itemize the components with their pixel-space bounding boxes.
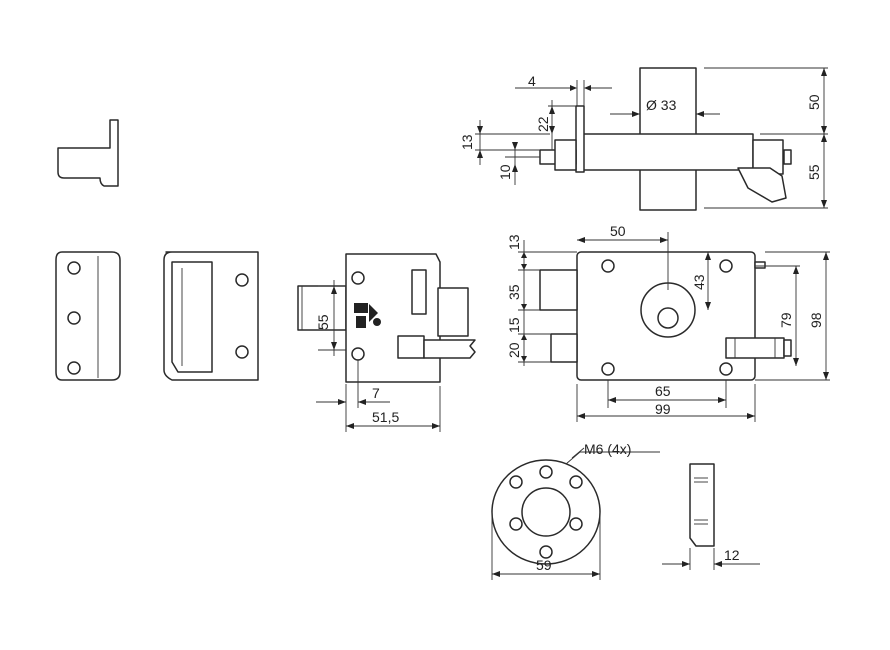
front-keyhole <box>657 307 679 329</box>
top-knob-handle <box>737 167 787 203</box>
dim-thread-spec: M6 (4x) <box>584 441 631 457</box>
top-knob-stub <box>783 149 792 165</box>
dim-center-50: 50 <box>610 223 626 239</box>
side-cylinder <box>437 287 469 337</box>
brand-logo-icon <box>354 303 381 328</box>
dim-height-above: 50 <box>806 94 822 110</box>
front-bracket <box>754 261 766 269</box>
top-bolt-guide <box>554 139 577 171</box>
front-bolt <box>539 269 578 311</box>
top-body <box>582 133 754 171</box>
front-latch <box>550 333 578 363</box>
dim-side-55: 55 <box>315 314 331 330</box>
top-view: 4 Ø 33 50 55 22 13 10 <box>459 67 828 211</box>
dim-width-65: 65 <box>655 383 671 399</box>
dim-cylinder-diameter: Ø 33 <box>646 97 677 113</box>
dim-height-below: 55 <box>806 164 822 180</box>
front-screw-bl <box>601 362 615 376</box>
dim-front-15: 15 <box>506 317 522 333</box>
dim-plate-thickness: 4 <box>528 73 536 89</box>
dim-front-top-13: 13 <box>506 234 522 250</box>
dim-bolt-10: 10 <box>497 164 513 180</box>
strike-box <box>163 251 259 381</box>
front-screw-br <box>719 362 733 376</box>
dim-rosette-59: 59 <box>536 557 552 573</box>
dim-center-43: 43 <box>691 274 707 290</box>
side-knob-housing <box>397 335 425 359</box>
dim-bolt-13: 13 <box>459 134 475 150</box>
side-screw-top <box>351 271 365 285</box>
dim-height-98: 98 <box>808 312 824 328</box>
side-view: 55 7 51,5 <box>297 253 476 432</box>
front-view: 50 43 79 98 65 99 13 35 15 20 <box>506 223 830 422</box>
side-slot <box>411 269 427 315</box>
dim-front-35: 35 <box>506 284 522 300</box>
dim-side-7: 7 <box>372 385 380 401</box>
rosette: M6 (4x) 59 <box>491 441 660 580</box>
side-bolt <box>297 285 347 331</box>
dim-side-51-5: 51,5 <box>372 409 399 425</box>
dim-height-79: 79 <box>778 312 794 328</box>
plate-side-view: 12 <box>662 463 760 570</box>
striker-plate <box>55 251 121 381</box>
front-screw-tr <box>719 259 733 273</box>
striker-hook <box>57 119 119 187</box>
front-screw-tl <box>601 259 615 273</box>
dim-width-99: 99 <box>655 401 671 417</box>
side-knob-lever <box>423 339 476 359</box>
dim-offset-22: 22 <box>535 116 551 132</box>
front-knob-stub <box>783 339 792 357</box>
dim-plate-12: 12 <box>724 547 740 563</box>
front-body <box>576 251 756 381</box>
top-plate <box>575 105 585 173</box>
dim-front-20: 20 <box>506 342 522 358</box>
